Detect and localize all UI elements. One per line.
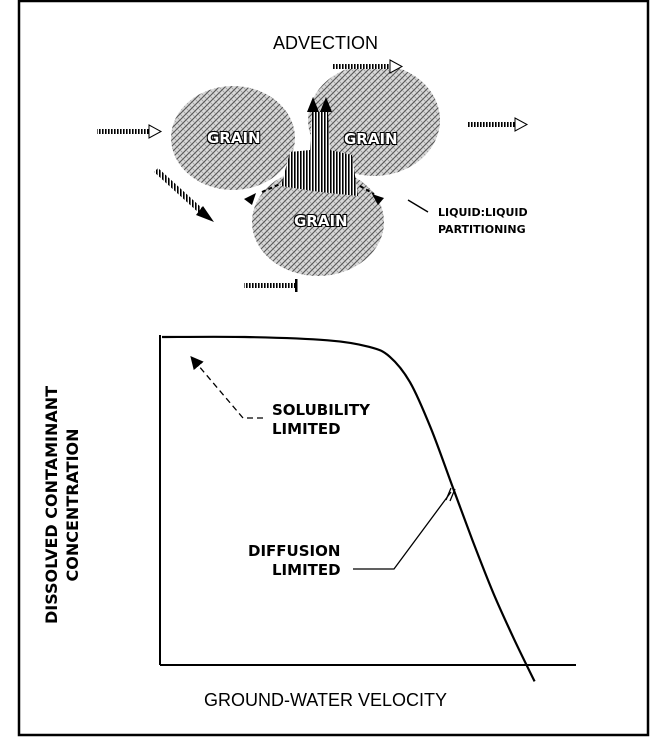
solubility-annotation: SOLUBILITY LIMITED <box>272 401 370 439</box>
dashed-partition-right <box>359 185 375 195</box>
partition-arrow-left <box>244 193 256 205</box>
partition-leader-line <box>407 199 429 213</box>
grain-label-right: GRAIN <box>344 130 398 148</box>
y-axis-label-line1: DISSOLVED CONTAMINANT <box>42 385 61 625</box>
grain-label-left: GRAIN <box>207 129 261 147</box>
advection-arrow-bottom <box>244 279 298 292</box>
diffusion-line1: DIFFUSION <box>248 542 341 560</box>
diffusion-line2: LIMITED <box>272 561 341 579</box>
x-axis-label: GROUND-WATER VELOCITY <box>203 690 447 710</box>
y-axis-label: DISSOLVED CONTAMINANT CONCENTRATION <box>41 386 83 624</box>
grain-right <box>308 64 440 176</box>
diffusion-leader <box>353 491 452 570</box>
up-arrow-right <box>320 97 332 112</box>
partitioning-label: LIQUID:LIQUID PARTITIONING <box>438 204 528 238</box>
concentration-curve <box>161 335 536 682</box>
diffusion-arrows <box>244 97 384 205</box>
y-axis-label-line2: CONCENTRATION <box>63 428 82 582</box>
up-arrow-left <box>307 97 319 112</box>
advection-arrow-right <box>467 117 529 132</box>
solubility-line2: LIMITED <box>272 420 341 438</box>
advection-arrow-top <box>332 59 404 74</box>
grain-label-bottom: GRAIN <box>294 212 348 230</box>
advection-title: ADVECTION <box>272 33 378 53</box>
advection-arrows <box>97 59 529 292</box>
solubility-leader <box>190 356 263 419</box>
diffusion-leader-tick <box>445 487 456 502</box>
center-fan <box>281 112 358 196</box>
diffusion-annotation: DIFFUSION LIMITED <box>248 542 341 580</box>
partitioning-label-line2: PARTITIONING <box>438 223 526 236</box>
grain-left <box>171 86 295 190</box>
partitioning-label-line1: LIQUID:LIQUID <box>438 206 528 219</box>
advection-arrow-diagonal <box>154 168 214 222</box>
advection-arrow-left <box>97 124 163 139</box>
solubility-line1: SOLUBILITY <box>272 401 371 419</box>
figure-border <box>17 0 650 737</box>
partition-arrow-right <box>372 194 384 205</box>
dashed-partition-left <box>261 183 281 193</box>
